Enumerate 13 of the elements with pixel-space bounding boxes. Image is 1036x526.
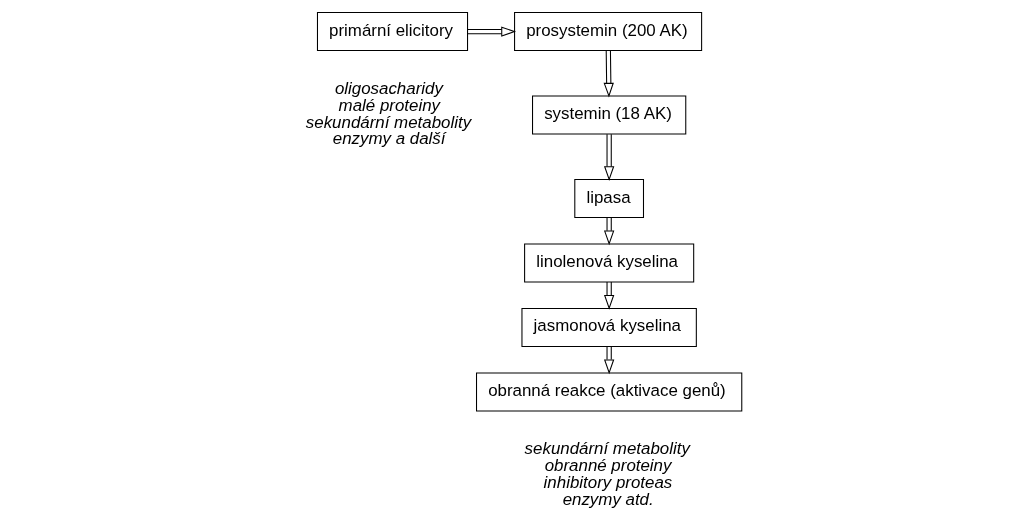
node-box: primární elicitory [316,12,469,52]
node-box: linolenová kyselina [524,243,695,283]
arrow [467,26,517,37]
node-box: prosystemin (200 AK) [514,12,703,52]
node-label: enzymy a další [332,129,446,149]
node-label: oligosacharidy [334,78,443,98]
node-box: jasmonová kyselina [521,307,697,347]
arrow [603,281,615,310]
node-box: lipasa [574,179,644,219]
node-box: obranná reakce (aktivace genů) [476,372,743,412]
arrow [603,133,615,182]
node-box: systemin (18 AK) [532,95,687,135]
arrow [603,50,614,98]
